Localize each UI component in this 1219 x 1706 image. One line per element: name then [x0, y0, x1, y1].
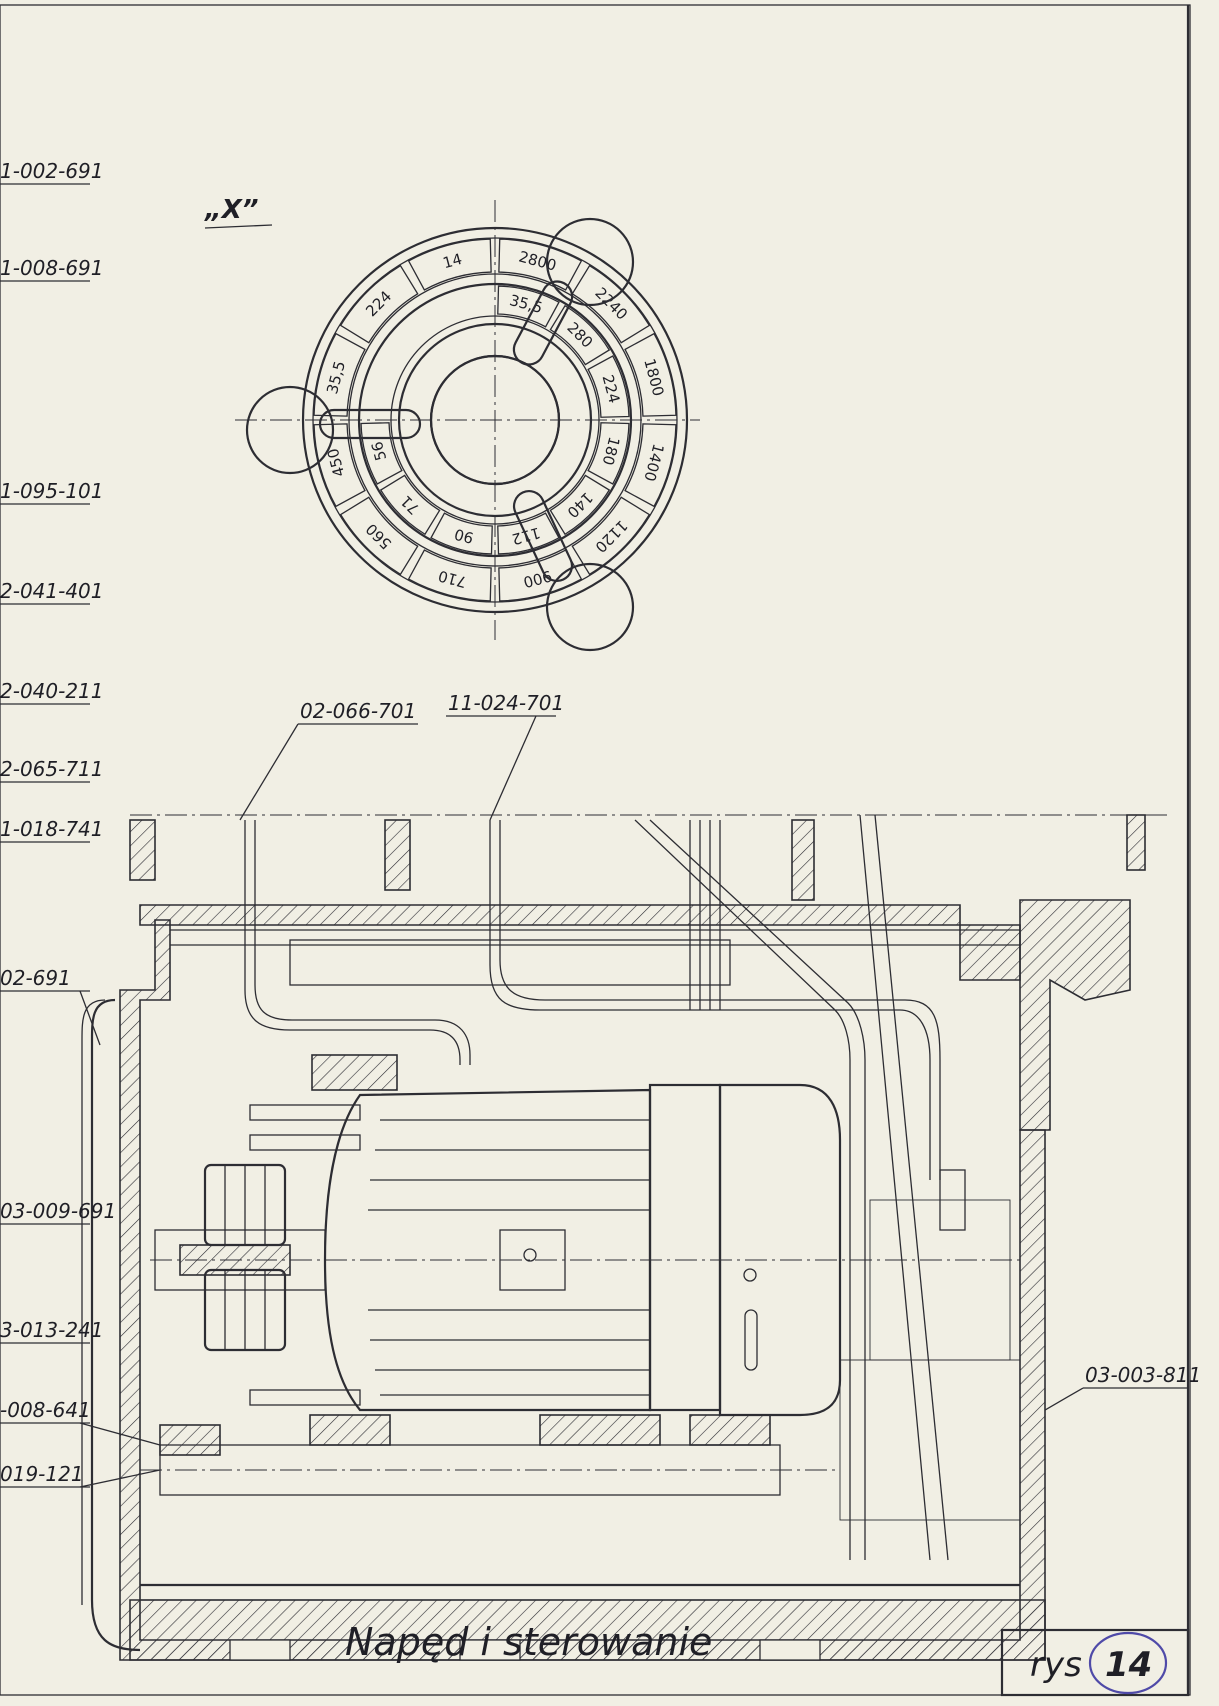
outer-ring-segment — [624, 423, 677, 508]
inner-ring-segment — [430, 512, 493, 555]
inner-ring-segment — [360, 422, 403, 485]
outer-ring-speed-value: 35,5 — [323, 359, 349, 396]
part-label-11-024-701: 11-024-701 — [448, 691, 564, 715]
lever-left — [245, 385, 422, 475]
outer-ring-speed-value: 710 — [436, 566, 468, 591]
drive-section-view — [81, 814, 1170, 1661]
outer-ring-segment — [624, 332, 677, 417]
right-part-label: 03-003-811 — [1044, 1363, 1201, 1411]
title-block: rys 14 — [1000, 1628, 1190, 1697]
inner-ring-segment — [549, 474, 611, 536]
inner-ring-speed-value: 180 — [599, 435, 624, 467]
part-label-left: -008-641 — [0, 1398, 91, 1422]
part-label-left: 03-009-691 — [0, 1199, 116, 1223]
top-part-labels: 02-066-701 11-024-701 — [239, 691, 564, 821]
outer-ring-segment — [407, 238, 492, 291]
outer-ring-segment — [313, 423, 366, 508]
outer-ring-speed-value: 1120 — [591, 516, 631, 556]
part-label-left: 1-008-691 — [0, 256, 104, 280]
outer-ring-segment — [339, 264, 419, 344]
part-label-left: 3-013-241 — [0, 1318, 104, 1342]
part-label-03-003-811: 03-003-811 — [1085, 1363, 1201, 1387]
inner-ring-segment — [379, 474, 441, 536]
outer-ring-speed-value: 2800 — [517, 247, 559, 274]
part-label-left: 2-040-211 — [0, 679, 104, 703]
inner-ring-speed-value: 224 — [599, 373, 624, 405]
outer-ring-segment — [407, 549, 492, 602]
sheet-border — [0, 4, 1191, 1696]
lever-bottom-right — [512, 489, 635, 652]
inner-ring-segment — [587, 422, 630, 485]
gear-selector-dial: 2800224018001400112090071056045035,52241… — [235, 200, 700, 652]
drawing-title: Napęd i sterowanie — [345, 1620, 712, 1664]
inner-ring-speed-value: 56 — [368, 440, 390, 463]
inner-ring-segment — [549, 304, 611, 366]
outer-ring-speed-value: 1400 — [640, 442, 667, 484]
pulley — [203, 1163, 287, 1352]
ink-circle-mark — [1088, 1631, 1168, 1695]
part-label-left: 02-691 — [0, 966, 71, 990]
inner-ring-segment — [587, 355, 630, 418]
part-label-left: 1-095-101 — [0, 479, 104, 503]
outer-ring-segment — [339, 496, 419, 576]
part-label-left: 019-121 — [0, 1462, 84, 1486]
inner-ring-segment — [497, 512, 560, 555]
figure-prefix: rys — [1030, 1645, 1082, 1685]
inner-ring-speed-value: 71 — [397, 492, 423, 518]
outer-ring-segment — [498, 238, 583, 291]
outer-ring-speed-value: 14 — [441, 250, 464, 272]
outer-ring-speed-value: 1800 — [640, 357, 667, 399]
part-label-left: 2-065-711 — [0, 757, 104, 781]
part-label-left: 1-002-691 — [0, 159, 104, 183]
outer-ring-segment — [571, 264, 651, 344]
outer-ring-segment — [498, 549, 583, 602]
part-label-left: 1-018-741 — [0, 817, 104, 841]
outer-ring-segment — [313, 332, 366, 417]
view-x-label: „X” — [204, 195, 259, 225]
inner-ring-segment — [497, 285, 560, 328]
part-label-left: 2-041-401 — [0, 579, 104, 603]
figure-number: 14 — [1105, 1645, 1152, 1685]
electric-motor — [249, 1054, 842, 1417]
outer-ring-segment — [571, 496, 651, 576]
left-part-labels: 1-002-691 1-008-691 1-095-101 2-041-401 2-04… — [0, 159, 161, 1488]
inner-ring-speed-value: 35,5 — [508, 291, 545, 317]
inner-ring-speed-value: 90 — [452, 525, 475, 547]
part-label-02-066-701: 02-066-701 — [300, 699, 416, 723]
